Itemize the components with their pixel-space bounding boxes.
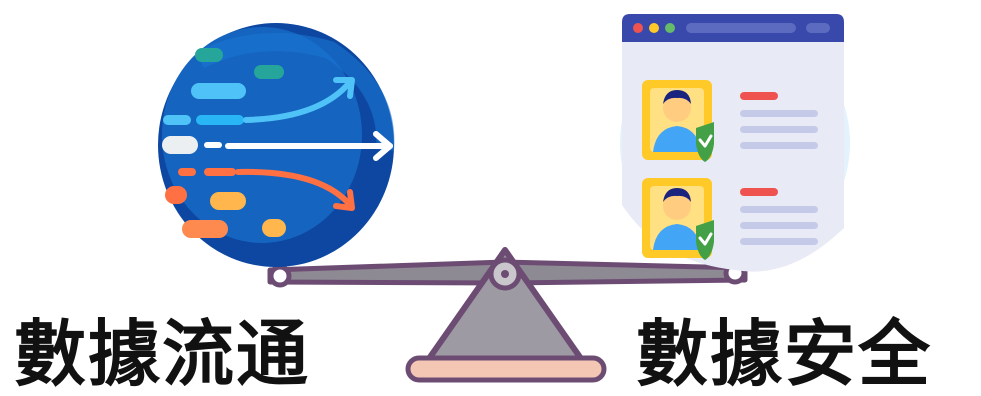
data-flow-label: 數據流通 [14, 312, 311, 396]
balance-scale-icon [267, 247, 748, 383]
secure-profiles-browser-icon [620, 14, 850, 272]
data-flow-globe-icon [158, 23, 395, 267]
data-security-label: 數據安全 [636, 312, 933, 396]
